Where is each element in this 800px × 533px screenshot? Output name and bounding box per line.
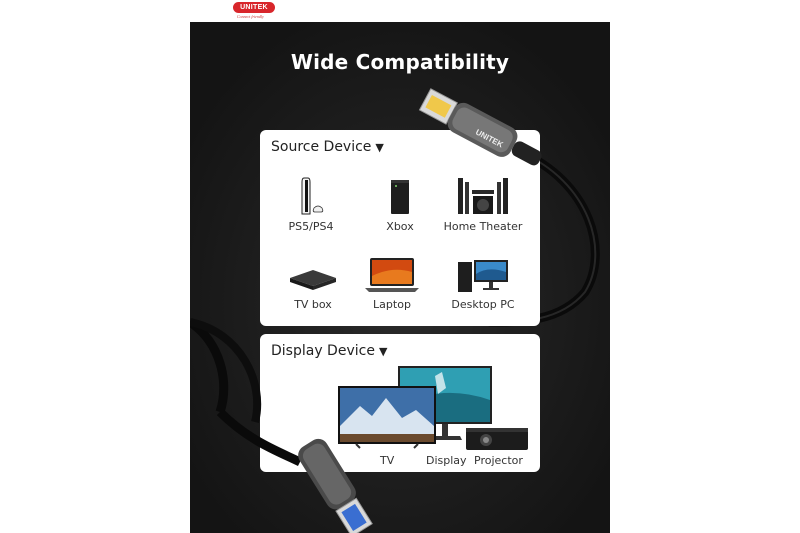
device-label: TV box (294, 298, 332, 311)
device-xbox: Xbox (355, 174, 445, 233)
display-label-tv: TV (380, 454, 395, 467)
projector-icon (466, 428, 528, 450)
page-title: Wide Compatibility (290, 50, 510, 74)
display-device-heading-text: Display Device (271, 343, 375, 359)
triangle-down-icon: ▼ (378, 345, 388, 358)
laptop-icon (365, 258, 419, 292)
brand-logo: UNITEK Connect friendly (233, 2, 275, 22)
tv-icon (338, 386, 436, 449)
source-device-heading: Source Device▼ (271, 139, 384, 155)
device-label: PS5/PS4 (288, 220, 334, 233)
display-device-card: Display Device▼ (260, 334, 540, 472)
product-panel: Wide Compatibility Source Device▼ PS5/PS… (190, 22, 610, 533)
tv-box-icon (290, 270, 336, 290)
device-home-theater: Home Theater (438, 174, 528, 233)
device-laptop: Laptop (347, 252, 437, 311)
display-label-display: Display (426, 454, 467, 467)
display-label-projector: Projector (474, 454, 523, 467)
device-desktop-pc: Desktop PC (438, 252, 528, 311)
display-devices-illustration (338, 366, 528, 450)
triangle-down-icon: ▼ (375, 141, 384, 154)
device-tv-box: TV box (268, 252, 358, 311)
device-ps5: PS5/PS4 (266, 174, 356, 233)
desktop-pc-icon (458, 260, 508, 292)
device-label: Xbox (386, 220, 414, 233)
device-label: Desktop PC (451, 298, 515, 311)
source-device-heading-text: Source Device (271, 139, 372, 155)
home-theater-icon (458, 178, 508, 214)
source-device-card: Source Device▼ PS5/PS4 Xbo (260, 130, 540, 326)
display-device-heading: Display Device▼ (271, 343, 387, 359)
device-label: Home Theater (443, 220, 523, 233)
console-icon (301, 177, 324, 215)
brand-logo-text: UNITEK (233, 2, 275, 13)
device-label: Laptop (373, 298, 411, 311)
brand-tagline: Connect friendly (237, 14, 264, 19)
xbox-icon (391, 180, 409, 214)
